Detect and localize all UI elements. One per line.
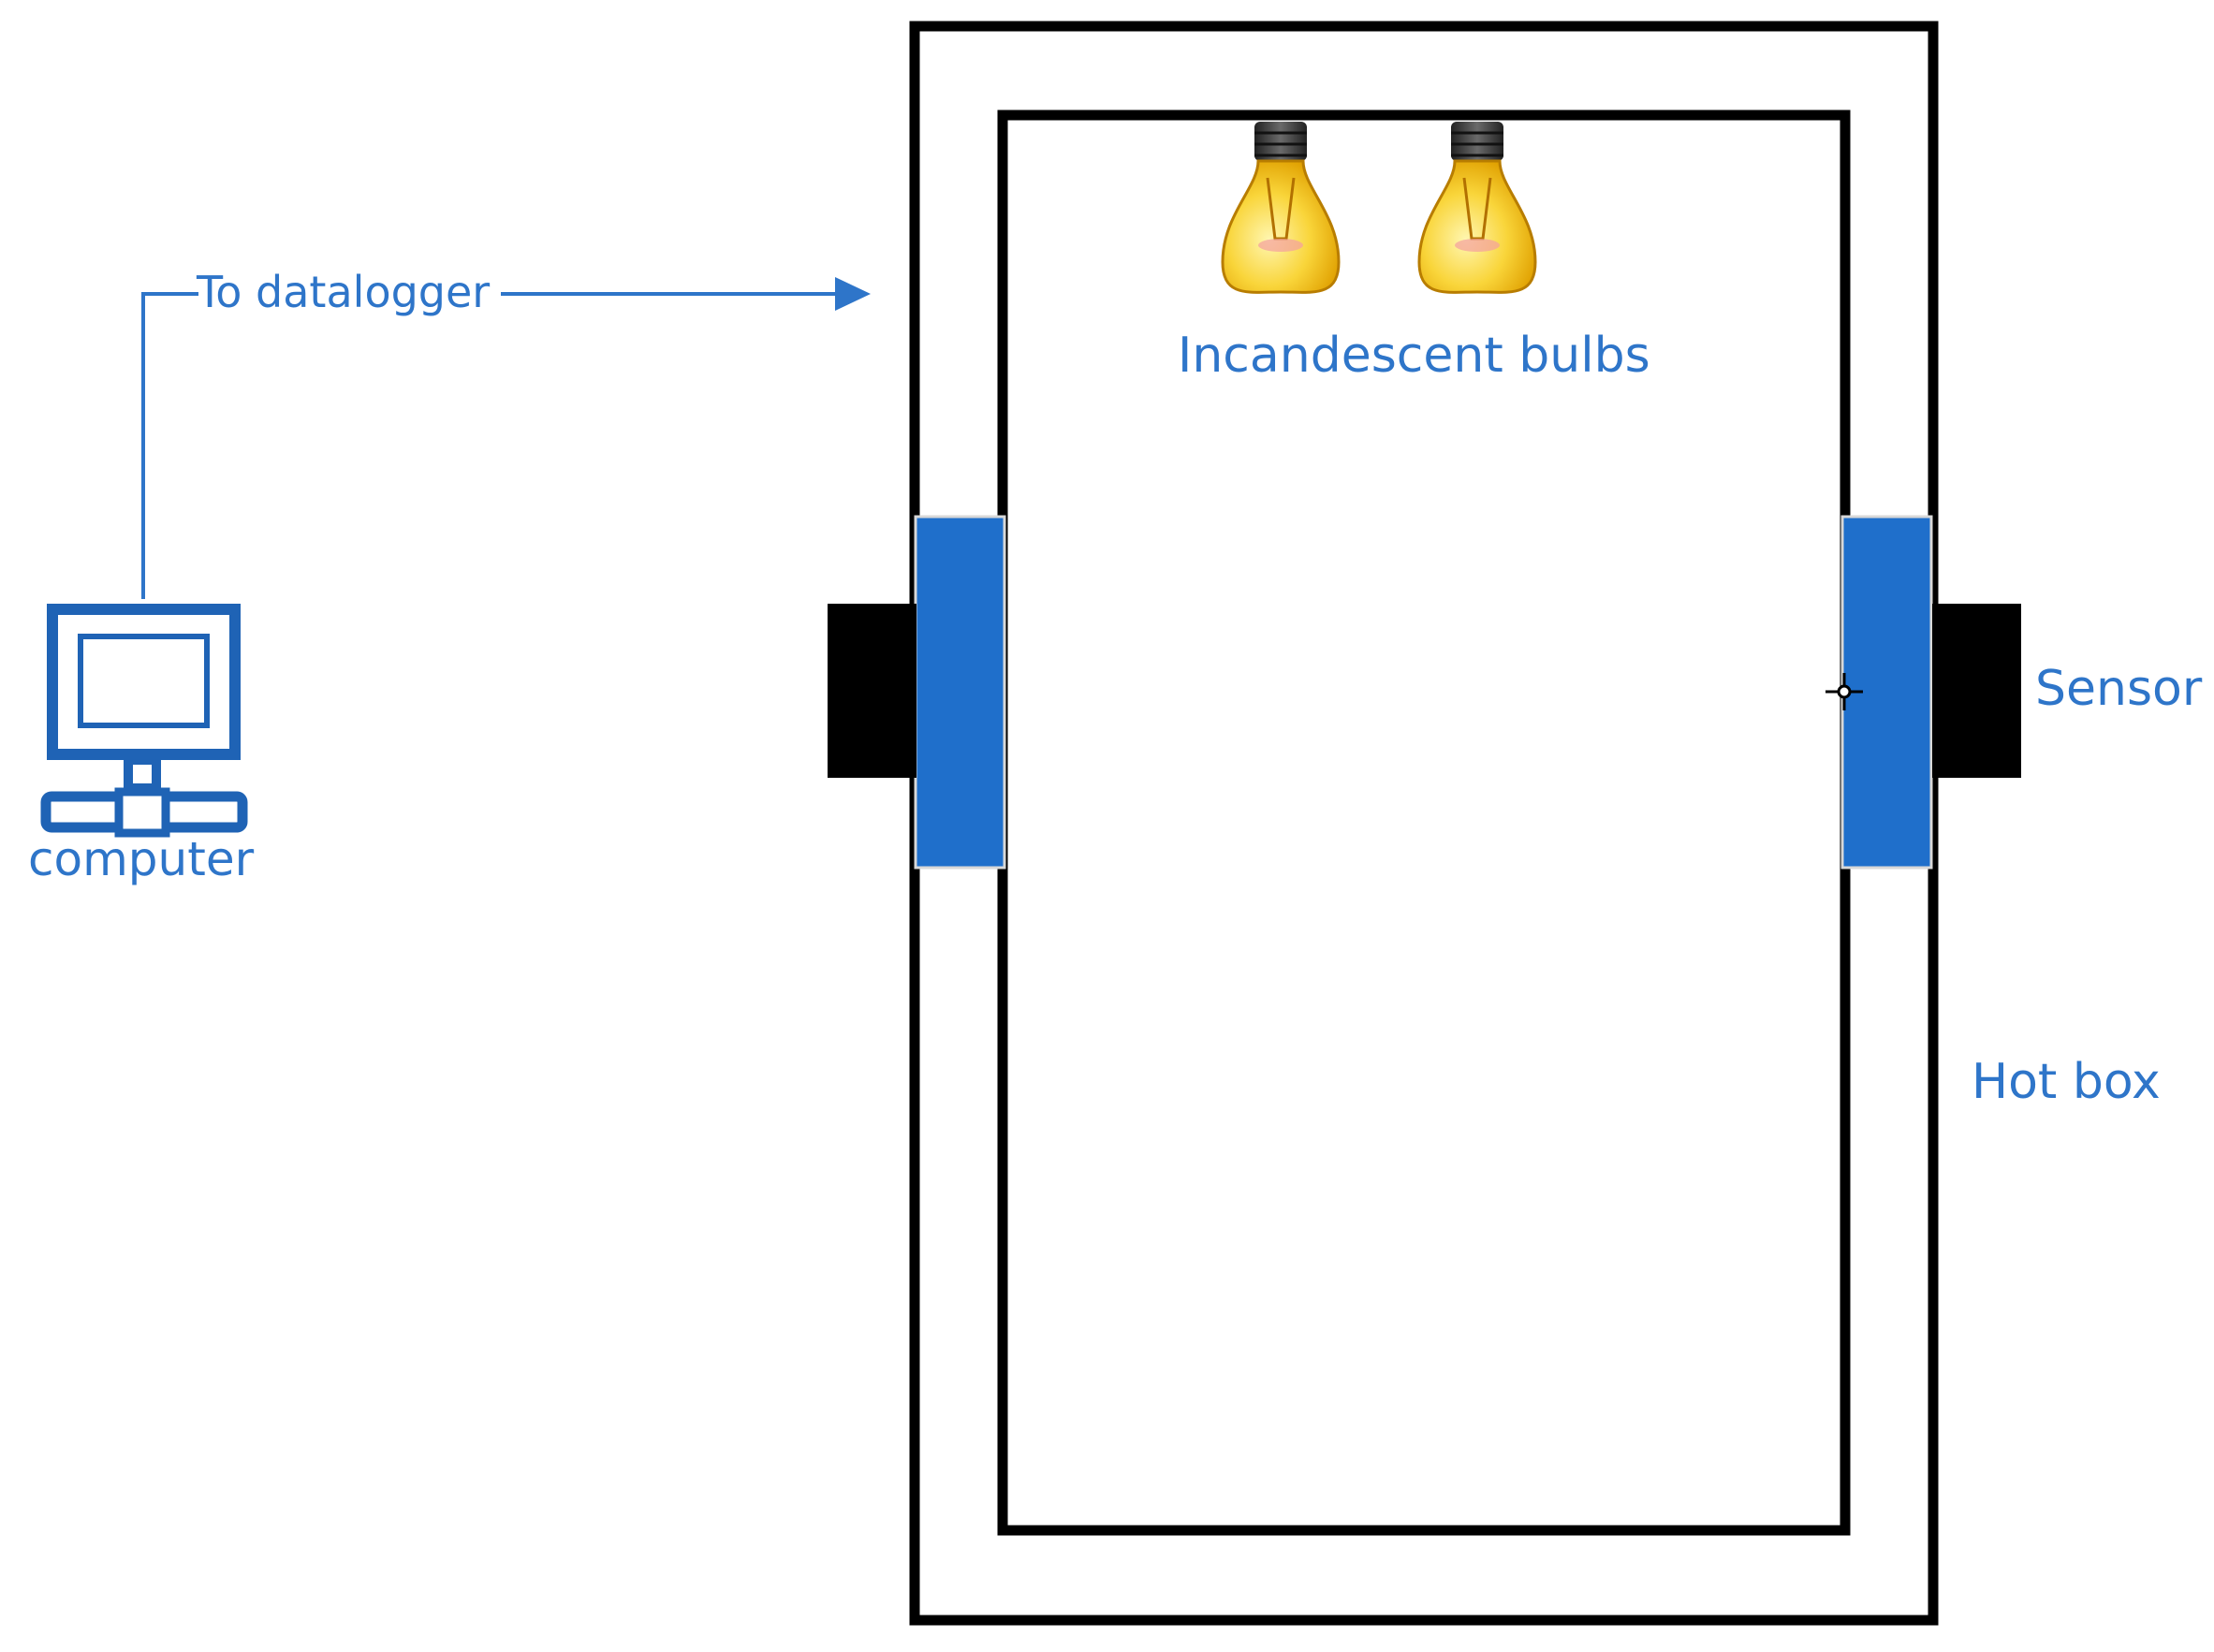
datalogger-label: To datalogger — [196, 267, 490, 317]
bulbs-label: Incandescent bulbs — [1178, 328, 1650, 384]
left-sensor-panel — [914, 515, 1006, 870]
datalogger-connection-line — [141, 292, 198, 599]
crosshair-icon — [1825, 673, 1863, 710]
hotbox-label: Hot box — [1972, 1054, 2161, 1110]
lightbulb-icon — [1221, 122, 1341, 294]
computer-network-icon — [40, 604, 248, 838]
lightbulb-icon — [1417, 122, 1537, 294]
sensor-label: Sensor — [2035, 661, 2203, 717]
computer-label: computer — [28, 832, 255, 886]
arrow-right-icon — [835, 277, 871, 311]
left-sensor-block — [828, 604, 916, 778]
right-sensor-block — [1932, 604, 2021, 778]
